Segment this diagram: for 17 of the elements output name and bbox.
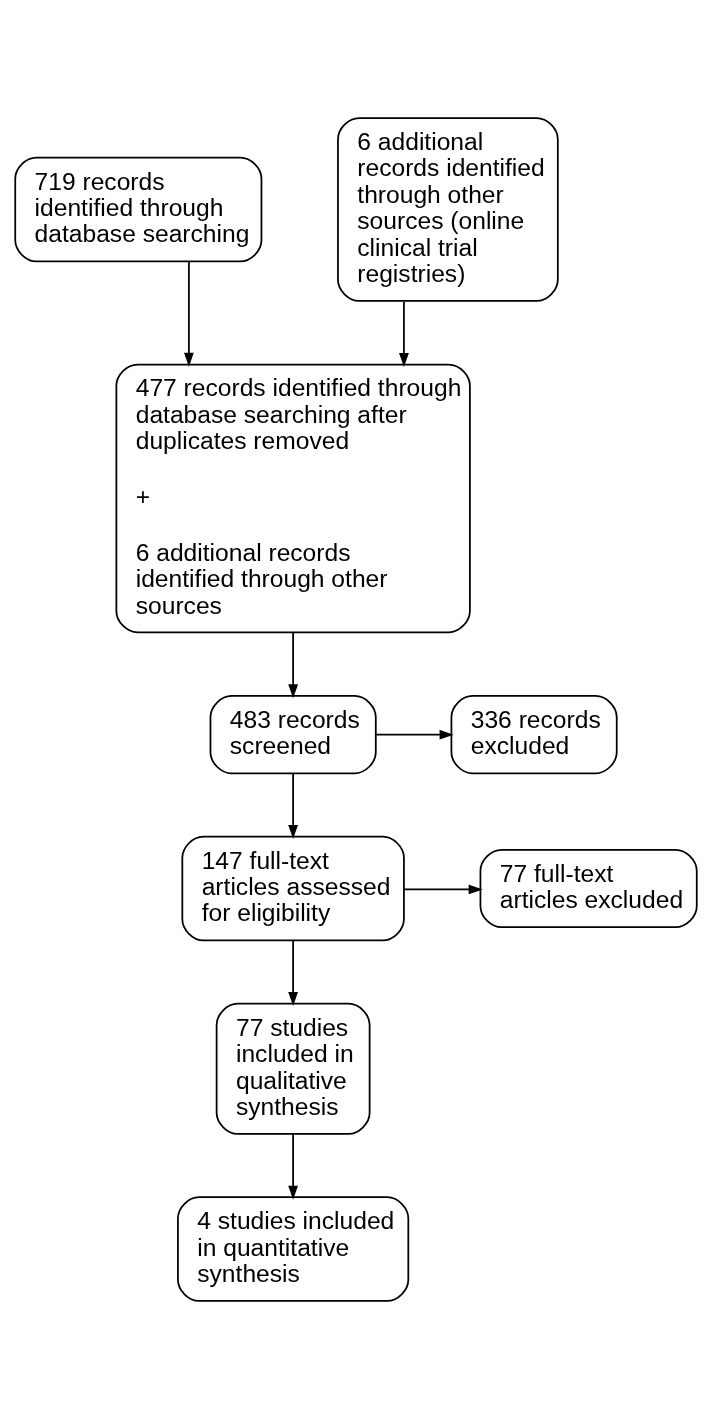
arrow [288, 772, 299, 839]
node-box: 6 additional records identified through other sources (online clinical trial registries) [337, 116, 559, 302]
arrow [288, 1132, 299, 1200]
node-box: 483 records screened [209, 694, 377, 774]
node-box: 77 studies included in qualitative synthesis [215, 1002, 371, 1135]
node-box: 4 studies included in quantitative synthesis [177, 1195, 410, 1302]
node-box: 336 records excluded [450, 694, 618, 774]
arrow [399, 300, 409, 367]
arrow [288, 631, 299, 698]
arrow [184, 260, 194, 367]
arrow [403, 884, 483, 894]
arrow [375, 729, 454, 740]
node-box: 477 records identified through database searching after duplicates removed + 6 additional records identified through other sources [115, 363, 471, 633]
node-box: 147 full-text articles assessed for eligibility [181, 835, 405, 941]
node-box: 719 records identified through database searching [14, 156, 263, 262]
arrow [288, 939, 299, 1006]
node-box: 77 full-text articles excluded [479, 848, 698, 928]
